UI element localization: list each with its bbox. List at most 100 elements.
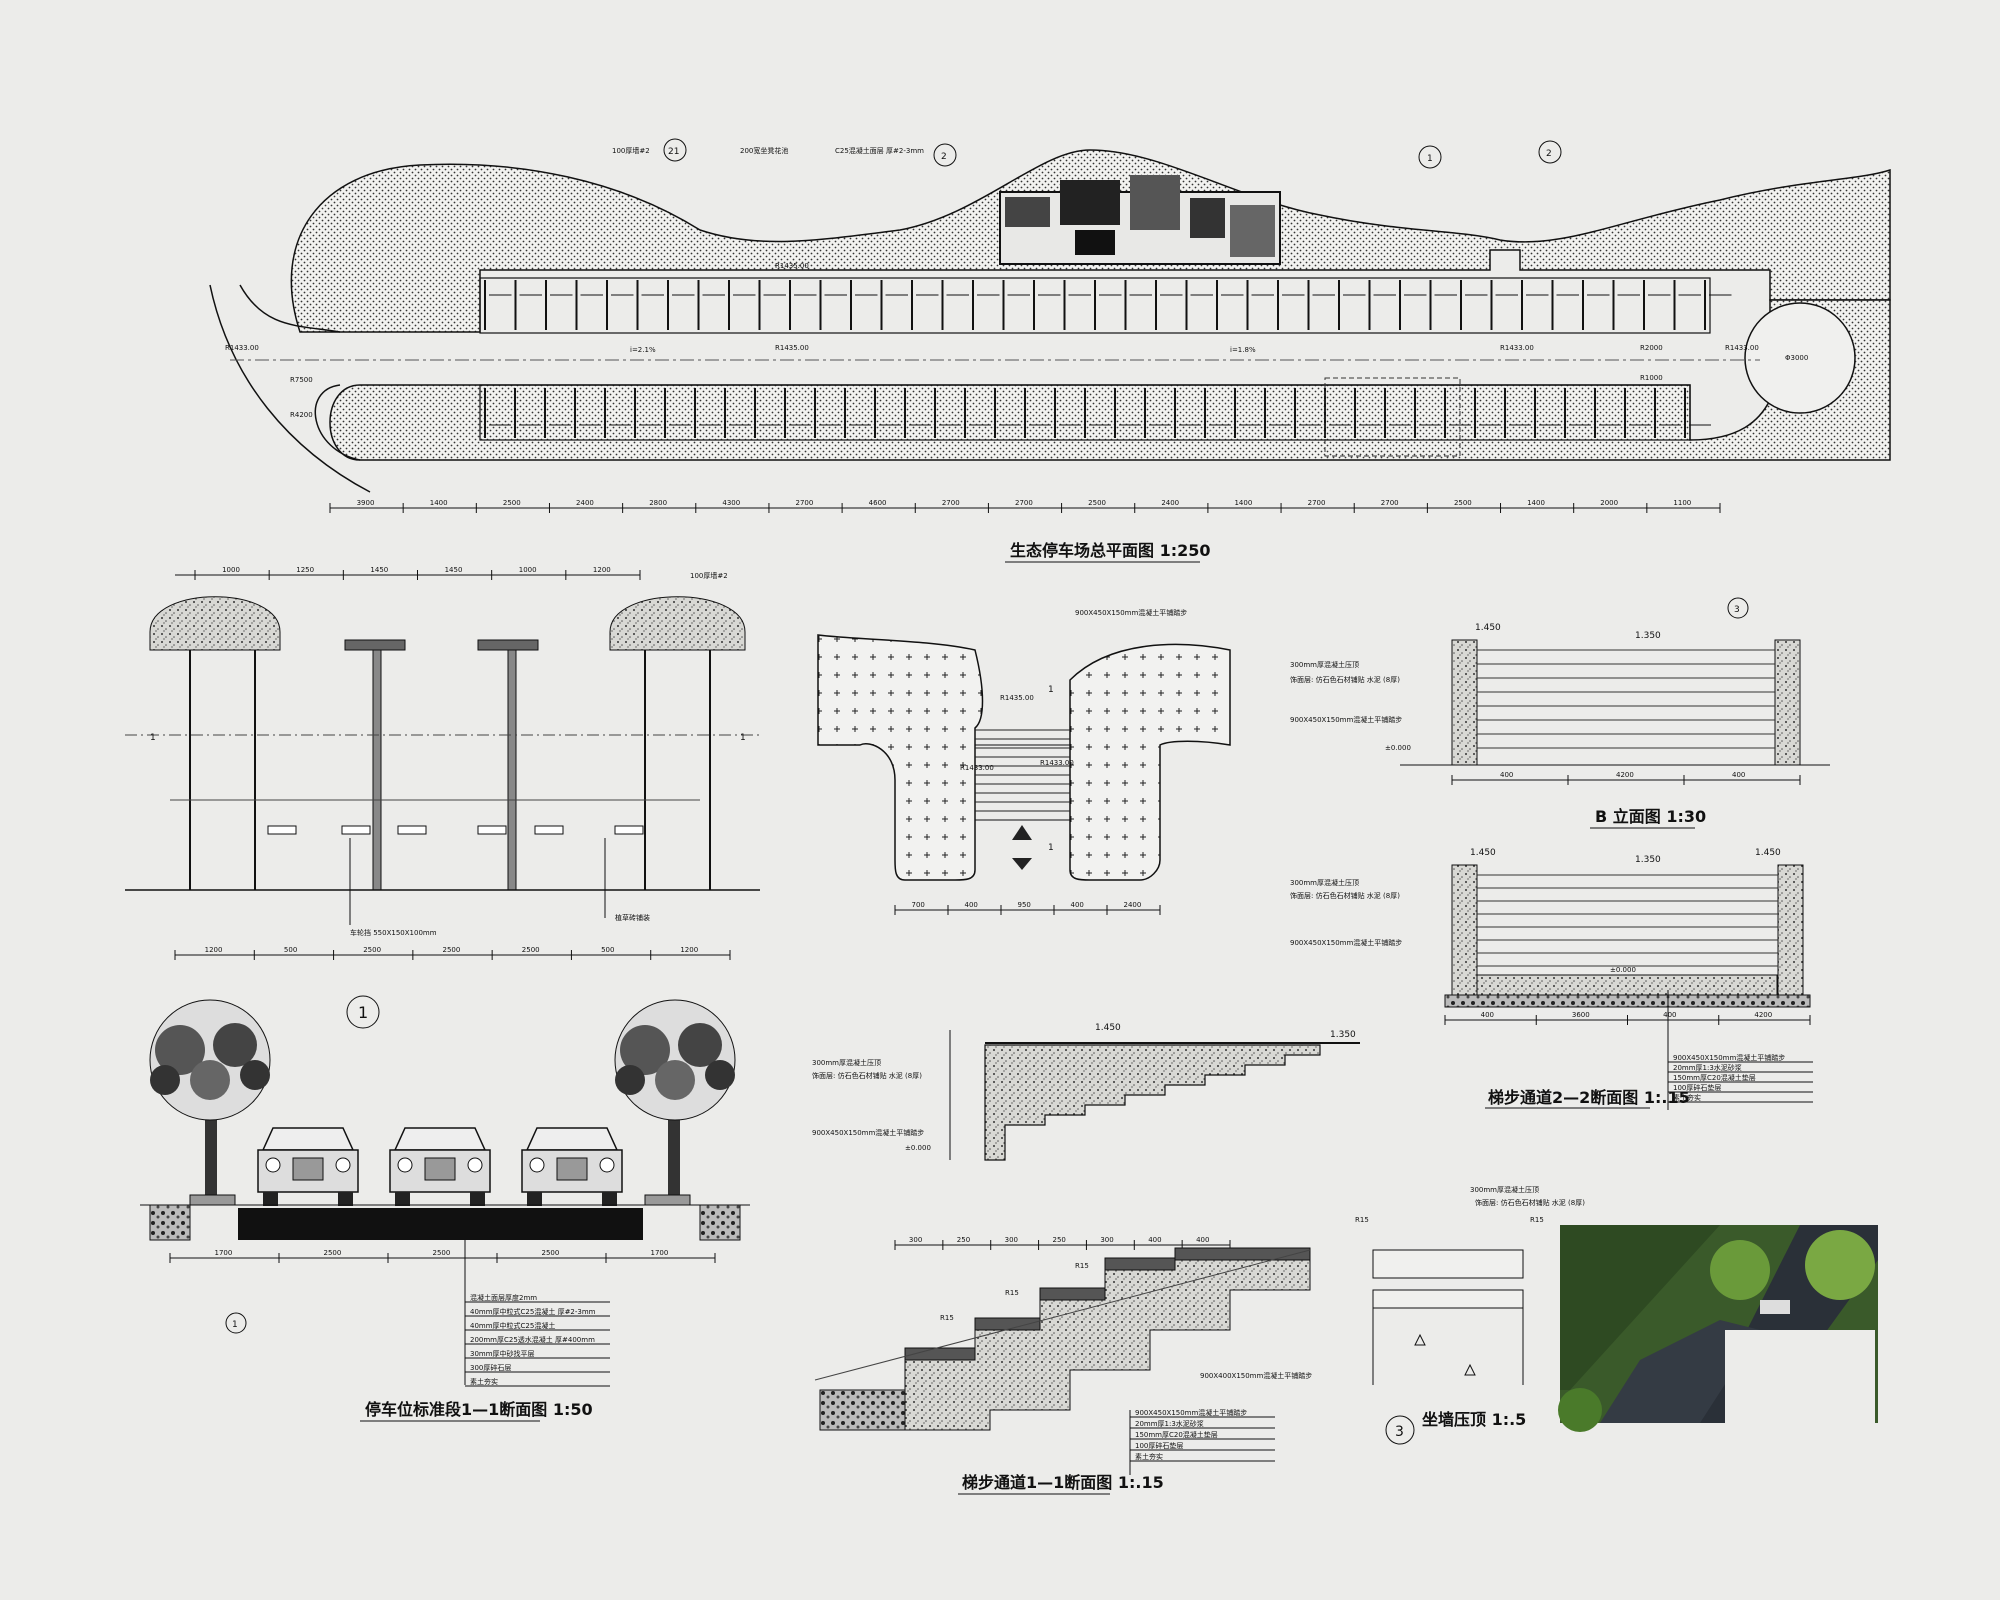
detail-dimension: 1250 (296, 566, 314, 574)
layer-note: 900X450X150mm混凝土平铺踏步 (1673, 1053, 1785, 1062)
detail-box (1324, 377, 1461, 457)
note-label: 200宽坐凳花池 (740, 146, 788, 155)
plan-dimension: 4600 (869, 499, 887, 507)
level-label: R1433.00 (960, 764, 994, 772)
level-label: 1.450 (1470, 848, 1496, 858)
stair-dimension: 950 (1018, 901, 1031, 909)
callout-number: 2 (941, 152, 947, 162)
section-2-2-title: 梯步通道2—2断面图 1:.15 (1488, 1088, 1690, 1107)
aerial-photo (1558, 1225, 1878, 1432)
layer-note: 900X450X150mm混凝土平铺踏步 (1135, 1408, 1247, 1417)
section-dimension: 2500 (542, 1249, 560, 1257)
level-label: R1433.00 (1040, 759, 1074, 767)
callout-circle (933, 143, 957, 167)
note-label: 300mm厚混凝土压顶 (1290, 878, 1359, 887)
level-label: 1.450 (1095, 1023, 1121, 1033)
level-label: ±0.000 (905, 1144, 931, 1152)
layer-note: 200mm厚C25透水混凝土 厚#400mm (470, 1335, 595, 1344)
callout-number: 3 (1734, 605, 1740, 615)
layer-note: 300厚碎石层 (470, 1363, 511, 1372)
detail-dimension: 500 (284, 946, 297, 954)
layer-note: 100厚碎石垫层 (1135, 1441, 1183, 1450)
stopper-label: 车轮挡 550X150X100mm (350, 928, 437, 937)
radius-label: R1435.00 (775, 262, 809, 270)
layer-note: 素土夯实 (1135, 1452, 1163, 1461)
plan-dimension: 2700 (942, 499, 960, 507)
car-front-view (389, 1127, 491, 1206)
plan-dimension: 2700 (1308, 499, 1326, 507)
stair-plan: 900X450X150mm混凝土平铺踏步 R1435.00 R1433.00 R… (817, 608, 1231, 915)
note-label: 300mm厚混凝土压顶 (1470, 1185, 1539, 1194)
wheel-stopper (477, 825, 507, 835)
detail-dimension: 1000 (222, 566, 240, 574)
level-label: 1.450 (1475, 623, 1501, 633)
level-label: 1.350 (1330, 1030, 1356, 1040)
stair-tread (904, 1347, 976, 1361)
note-label: 900X450X150mm混凝土平铺踏步 (1290, 715, 1402, 724)
tree-right (614, 999, 736, 1195)
diameter-label: Φ3000 (1785, 354, 1808, 362)
callout-number: 1 (1427, 154, 1433, 164)
radius-label: R2000 (1640, 344, 1663, 352)
detail-dimension: 2500 (443, 946, 461, 954)
section-dimension: 4200 (1754, 1011, 1772, 1019)
coping-title: 坐墙压顶 1:.5 (1422, 1410, 1526, 1429)
stair-dimension: 400 (1196, 1236, 1209, 1244)
wheel-stopper (397, 825, 427, 835)
plan-dimension: 2700 (1015, 499, 1033, 507)
radius-label: R7500 (290, 376, 313, 384)
detail-dimension: 500 (601, 946, 614, 954)
plan-dimension: 3900 (357, 499, 375, 507)
car-front-view (521, 1127, 623, 1206)
turnaround-circle (1744, 302, 1856, 414)
note-label: 饰面层: 仿石色石材铺贴 水泥 (8厚) (812, 1071, 922, 1080)
section-dimension: 400 (1481, 1011, 1494, 1019)
note-label: 饰面层: 仿石色石材铺贴 水泥 (8厚) (1475, 1198, 1585, 1207)
plan-dimension: 1400 (1234, 499, 1252, 507)
stair-dimension: 250 (1053, 1236, 1066, 1244)
plan-dimension: 2000 (1600, 499, 1618, 507)
radius-label: R15 (1005, 1289, 1019, 1297)
upper-parking-row (479, 277, 1711, 334)
level-label: R1435.00 (1000, 694, 1034, 702)
stair-fill (984, 1044, 1321, 1161)
detail-dimension: 1450 (445, 566, 463, 574)
section-1-1-title: 停车位标准段1—1断面图 1:50 (365, 1400, 593, 1419)
callout-number: 21 (668, 147, 679, 157)
stair-tread (1104, 1257, 1176, 1271)
layer-note: 30mm厚中砂找平层 (470, 1349, 535, 1358)
plan-dimension: 2500 (1088, 499, 1106, 507)
note-label: 300mm厚混凝土压顶 (812, 1058, 881, 1067)
grass-label: 植草砖铺装 (615, 913, 650, 922)
plan-dimension: 2500 (1454, 499, 1472, 507)
layer-note: 20mm厚1:3水泥砂浆 (1135, 1419, 1204, 1428)
section-dimension: 400 (1663, 1011, 1676, 1019)
wheel-stopper (534, 825, 564, 835)
stair-marker: 1 (1048, 843, 1054, 853)
stair-bed-left (817, 634, 984, 881)
stair-dimension: 400 (1148, 1236, 1161, 1244)
plan-dimension: 2400 (576, 499, 594, 507)
lower-parking-row (479, 384, 1691, 441)
radius-label: R4200 (290, 411, 313, 419)
stair-dimension: 300 (1005, 1236, 1018, 1244)
section-dimension: 2500 (433, 1249, 451, 1257)
radius-label: R1433.00 (225, 344, 259, 352)
car-front-view (257, 1127, 359, 1206)
stair-tread (1039, 1287, 1106, 1301)
radius-label: R1433.00 (1725, 344, 1759, 352)
lower-planting-strip (329, 299, 1891, 461)
access-road-inner (239, 284, 341, 333)
level-label: 1.350 (1635, 631, 1661, 641)
layer-note: 素土夯实 (1673, 1093, 1701, 1102)
level-label: ±0.000 (1385, 744, 1411, 752)
stair-tread (974, 1317, 1041, 1331)
tree-left (149, 999, 271, 1195)
elevation-b-title: B 立面图 1:30 (1595, 807, 1706, 826)
callout-circle (1727, 597, 1749, 619)
stair-dimension: 300 (909, 1236, 922, 1244)
note-label: 900X450X150mm混凝土平铺踏步 (1290, 938, 1402, 947)
callout-circle (663, 138, 687, 162)
detail-dimension: 1450 (370, 566, 388, 574)
plan-dimension: 4300 (722, 499, 740, 507)
